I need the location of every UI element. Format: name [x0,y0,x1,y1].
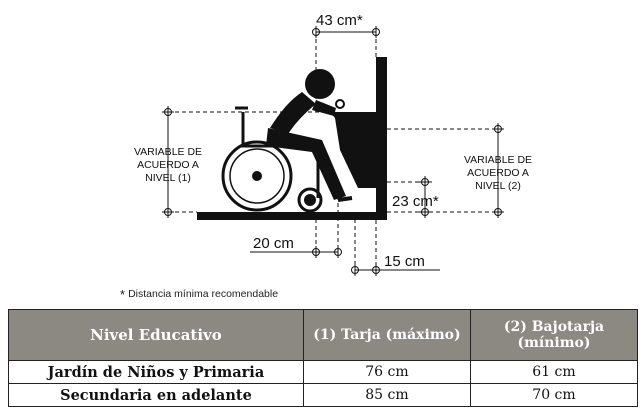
header-level: Nivel Educativo [8,309,304,361]
row-level: Jardín de Niños y Primaria [8,360,304,384]
left-label-line2: ACUERDO A [137,159,199,171]
dim-knee-label: 23 cm* [392,193,439,210]
table-row: Secundaria en adelante 85 cm 70 cm [8,383,639,407]
row-bajotarja: 70 cm [469,383,639,407]
row-tarja: 76 cm [302,360,471,384]
dimension-markers [162,26,504,276]
row-tarja: 85 cm [302,383,471,407]
person-head [305,69,335,99]
wheel-large [221,140,293,212]
wheel-caster [297,187,323,213]
wheelchair-sink-diagram: 43 cm* VARIABLE DE ACUERDO A NIVEL (1) V… [134,12,532,276]
header-tarja: (1) Tarja (máximo) [302,309,471,361]
wheelchair-user-icon [221,69,353,213]
wall [376,57,387,220]
right-label-line1: VARIABLE DE [464,154,532,166]
levels-table: Nivel Educativo (1) Tarja (máximo) (2) B… [8,309,639,407]
footnote-star: * [120,287,126,302]
dim-top-label: 43 cm* [316,12,363,29]
dim-15-label: 15 cm [384,253,425,270]
left-label-line1: VARIABLE DE [134,146,202,158]
person-torso [270,92,316,134]
footnote-text: Distancia mínima recomendable [128,288,279,300]
right-label-line2: ACUERDO A [467,167,529,179]
table-row: Jardín de Niños y Primaria 76 cm 61 cm [8,360,639,384]
row-bajotarja: 61 cm [469,360,639,384]
header-bajotarja: (2) Bajotarja (mínimo) [469,309,639,361]
floor-slab [197,212,387,220]
left-label-line3: NIVEL (1) [145,172,191,184]
table-header-row: Nivel Educativo (1) Tarja (máximo) (2) B… [8,309,639,361]
right-label-line3: NIVEL (2) [475,180,521,192]
sink-counter [330,112,376,188]
footnote: *Distancia mínima recomendable [120,287,278,302]
dim-20-label: 20 cm [253,235,294,252]
row-level: Secundaria en adelante [8,383,304,407]
